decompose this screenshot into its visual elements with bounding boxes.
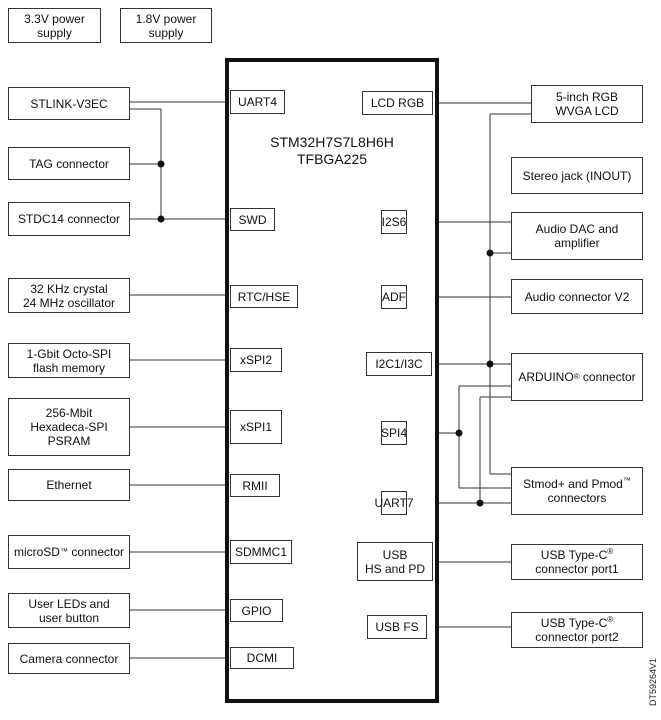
arduino-label: ARDUINO [518, 370, 574, 384]
lcd-display-block: 5-inch RGB WVGA LCD [531, 85, 643, 123]
tag-connector-block: TAG connector [8, 147, 130, 180]
usb-c-port1-text: USB Type-C® connector port1 [535, 547, 619, 577]
junction-dot [455, 429, 463, 437]
usb-c-port1-block: USB Type-C® connector port1 [511, 544, 643, 580]
junction-dot [157, 215, 165, 223]
clock-block: 32 KHz crystal 24 MHz oscillator [8, 278, 130, 313]
microsd-suffix: connector [67, 545, 125, 559]
junction-dot [157, 160, 165, 168]
pin-uart4: UART4 [230, 90, 285, 114]
power-3v3-block: 3.3V power supply [8, 8, 101, 43]
trademark-mark: ™ [622, 476, 631, 485]
junction-dot [486, 249, 494, 257]
junction-dot [476, 499, 484, 507]
usb-c-label: USB Type-C [540, 616, 608, 630]
registered-mark: ® [607, 547, 614, 556]
pin-swd: SWD [230, 208, 275, 231]
pin-adf: ADF [381, 285, 407, 309]
camera-connector-block: Camera connector [8, 643, 130, 674]
stmod-label: Stmod+ and Pmod [523, 477, 623, 491]
octo-flash-block: 1-Gbit Octo-SPI flash memory [8, 343, 130, 378]
pin-spi4: SPI4 [381, 421, 407, 445]
power-1v8-block: 1.8V power supply [120, 8, 212, 43]
user-leds-block: User LEDs and user button [8, 593, 130, 628]
usb-c-port2-block: USB Type-C® connector port2 [511, 612, 643, 648]
pin-xspi2: xSPI2 [230, 348, 282, 372]
junction-dot [486, 360, 494, 368]
mcu-title: STM32H7S7L8H6H TFBGA225 [270, 134, 394, 167]
ethernet-block: Ethernet [8, 469, 130, 501]
usb-c-port1-suffix: connector port1 [535, 562, 619, 576]
microsd-label: microSD [13, 545, 60, 559]
arduino-connector-block: ARDUINO® connector [511, 353, 643, 401]
psram-block: 256-Mbit Hexadeca-SPI PSRAM [8, 398, 130, 456]
pin-i2s6: I2S6 [381, 210, 407, 234]
usb-c-port2-text: USB Type-C® connector port2 [535, 615, 619, 645]
pin-sdmmc1: SDMMC1 [230, 540, 292, 564]
pin-uart7: UART7 [374, 491, 414, 515]
stmod-suffix: connectors [547, 491, 607, 505]
pin-xspi1: xSPI1 [230, 410, 282, 444]
stdc14-connector-block: STDC14 connector [8, 202, 130, 236]
pin-gpio: GPIO [230, 599, 283, 622]
document-id: DT59264V1 [648, 657, 658, 706]
arduino-suffix: connector [579, 370, 636, 384]
pin-rtc-hse: RTC/HSE [230, 285, 298, 308]
pin-lcd-rgb: LCD RGB [362, 91, 433, 115]
usb-c-label: USB Type-C [540, 548, 608, 562]
audio-connector-block: Audio connector V2 [511, 279, 643, 314]
pin-rmii: RMII [230, 474, 280, 497]
pin-usb-hs-pd: USB HS and PD [357, 542, 433, 581]
pin-usb-fs: USB FS [367, 615, 427, 639]
pin-i2c1-i3c: I2C1/I3C [366, 352, 432, 376]
usb-c-port2-suffix: connector port2 [535, 630, 619, 644]
stereo-jack-block: Stereo jack (INOUT) [511, 157, 643, 194]
stmod-text: Stmod+ and Pmod™ connectors [523, 476, 631, 506]
registered-mark: ® [607, 615, 614, 624]
stmod-pmod-block: Stmod+ and Pmod™ connectors [511, 467, 643, 515]
audio-dac-block: Audio DAC and amplifier [511, 212, 643, 260]
pin-dcmi: DCMI [230, 647, 294, 669]
mcu-block [225, 58, 439, 703]
stlink-block: STLINK-V3EC [8, 87, 130, 120]
